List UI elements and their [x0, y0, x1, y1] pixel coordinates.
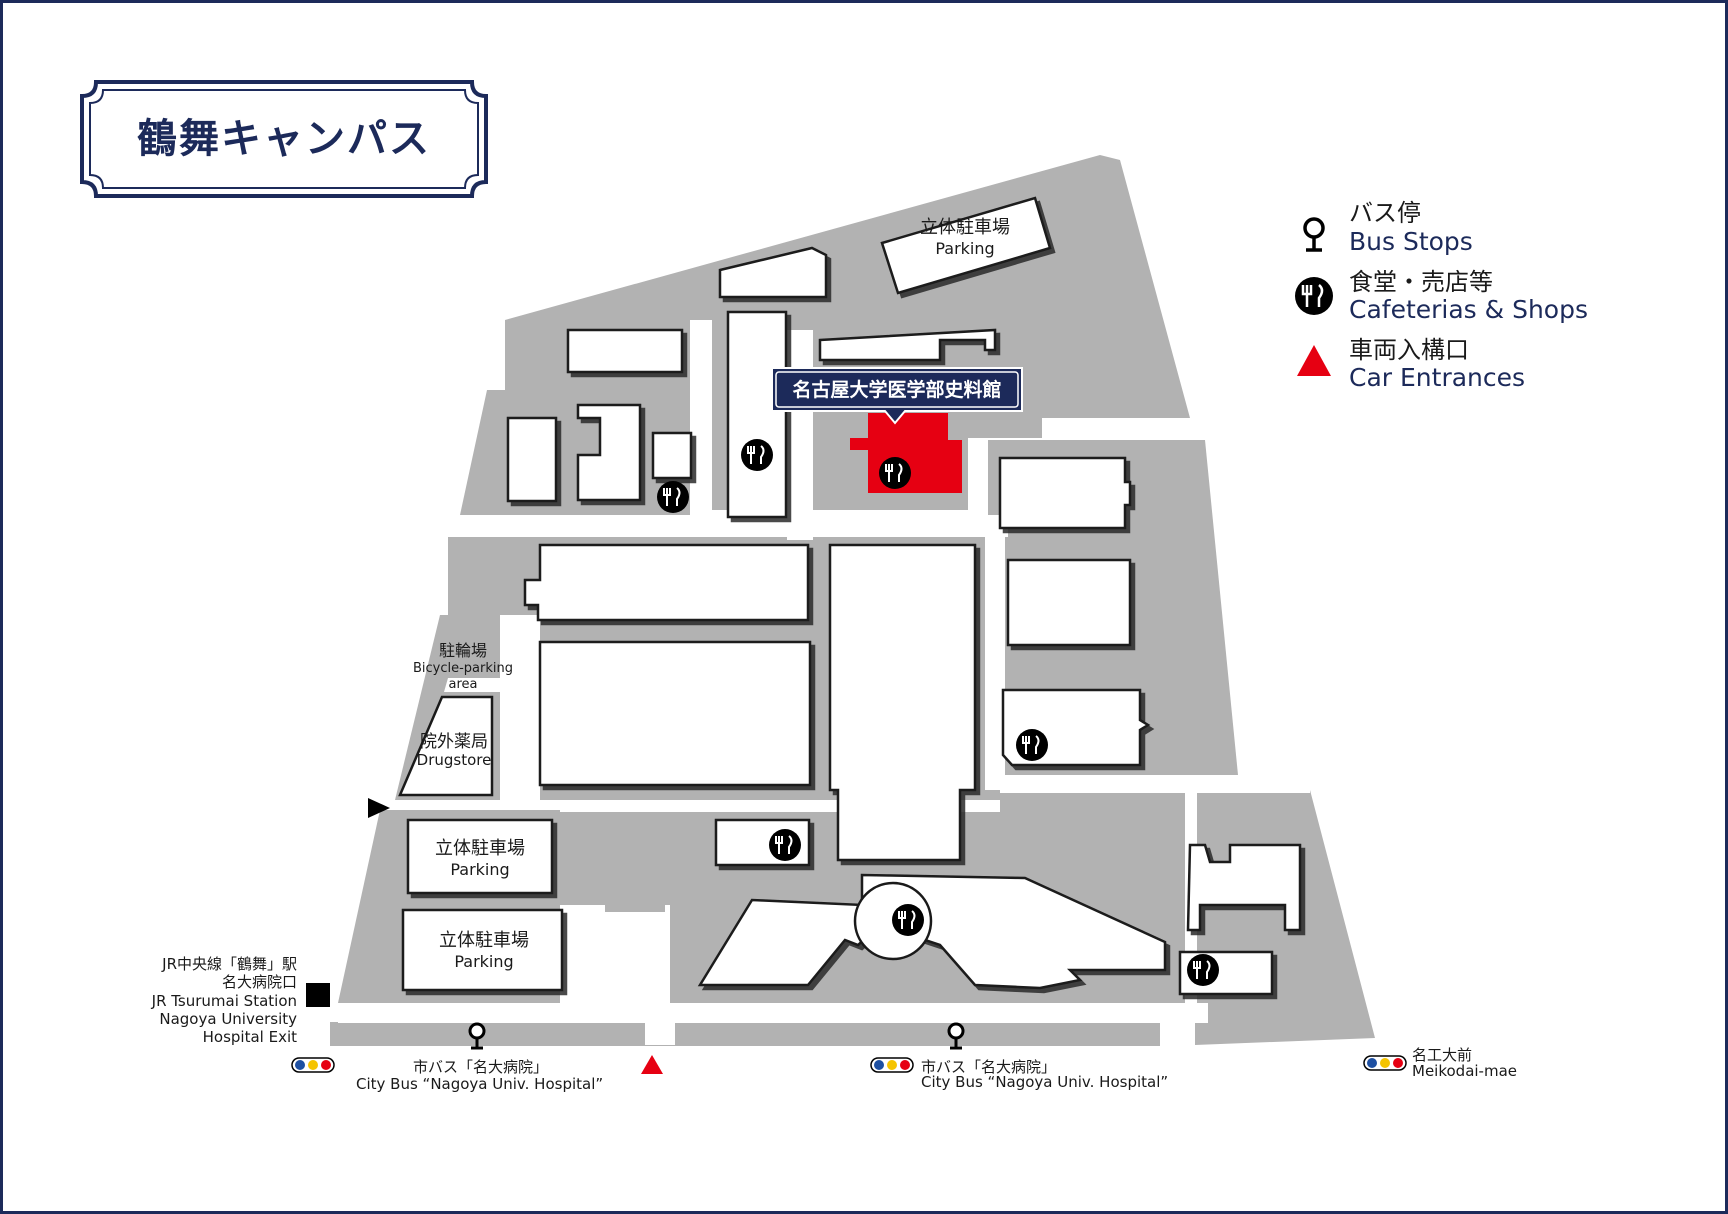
legend-bus-ja: バス停: [1349, 199, 1421, 227]
building-drugstore: [398, 695, 494, 797]
building-n1: [718, 246, 828, 299]
legend-bus-stop-icon: [1303, 217, 1325, 252]
building-parking-top: [880, 196, 1052, 295]
building-n2: [566, 328, 684, 374]
label-parking-top-ja: 立体駐車場: [920, 217, 1010, 238]
car-entrance-icon: [641, 1055, 663, 1074]
cafeteria-icon: [879, 457, 911, 489]
legend-cafeteria-icon: [1295, 277, 1333, 315]
label-parking-left2-en: Parking: [454, 952, 513, 971]
bus-stop-icon: [468, 1022, 486, 1050]
label-parking-left1-en: Parking: [450, 860, 509, 879]
label-meikodai-ja: 名工大前: [1412, 1046, 1472, 1064]
building-central: [828, 543, 977, 862]
highlight-label: 名古屋大学医学部史料館: [792, 378, 1001, 401]
bus-stop-icon: [947, 1022, 965, 1050]
building-e1: [998, 456, 1132, 530]
building-ul1: [506, 416, 558, 503]
cafeteria-markers: [657, 439, 1219, 986]
bus-line-dots-2: [870, 1057, 914, 1073]
legend: バス停 Bus Stops 食堂・売店等 Cafeterias & Shops …: [1295, 199, 1588, 392]
building-e2: [1006, 558, 1132, 647]
jr-station-icon: [306, 983, 330, 1007]
legend-cafe-en: Cafeterias & Shops: [1349, 295, 1588, 324]
label-parking-left1-ja: 立体駐車場: [435, 838, 525, 859]
label-bus1-ja: 市バス「名大病院」: [413, 1058, 548, 1076]
map-labels: 立体駐車場 Parking 駐輪場 Bicycle-parking area 院…: [151, 217, 1517, 1093]
highlight-building[interactable]: [850, 413, 962, 493]
label-jr-ja2: 名大病院口: [222, 973, 297, 991]
label-bicycle-ja: 駐輪場: [439, 641, 487, 660]
building-n3: [818, 328, 997, 362]
cafeteria-icon: [741, 439, 773, 471]
label-jr-en1: JR Tsurumai Station: [151, 992, 297, 1010]
cafeteria-icon: [1187, 954, 1219, 986]
label-bus2-en: City Bus “Nagoya Univ. Hospital”: [921, 1073, 1168, 1091]
title-cartouche: 鶴舞キャンパス: [80, 80, 488, 198]
label-parking-top-en: Parking: [935, 239, 994, 258]
legend-car-ja: 車両入構口: [1349, 336, 1469, 364]
label-jr-en2: Nagoya University: [159, 1010, 297, 1028]
entrance-arrow-icon: [368, 798, 390, 818]
legend-car-entrance-icon: [1297, 345, 1331, 376]
building-se: [1186, 843, 1302, 932]
bicycle-parking-area: [444, 678, 500, 692]
building-ul3: [651, 431, 693, 480]
page-title: 鶴舞キャンパス: [137, 115, 431, 162]
label-jr-ja1: JR中央線「鶴舞」駅: [161, 955, 297, 973]
building-parking-left2: [401, 908, 564, 992]
label-drugstore-ja: 院外薬局: [420, 732, 488, 752]
label-meikodai-en: Meikodai-mae: [1412, 1062, 1517, 1080]
roads: [338, 320, 1310, 1045]
bus-line-dots-3: [1363, 1055, 1407, 1071]
label-bicycle-en1: Bicycle-parking: [413, 661, 513, 676]
cafeteria-icon: [769, 829, 801, 861]
cafeteria-icon: [892, 904, 924, 936]
bus-line-dots-1: [291, 1057, 335, 1073]
label-bicycle-en2: area: [449, 677, 478, 692]
legend-car-en: Car Entrances: [1349, 363, 1525, 392]
label-jr-en3: Hospital Exit: [203, 1028, 297, 1046]
building-parking-left1: [406, 818, 554, 895]
legend-bus-en: Bus Stops: [1349, 227, 1473, 256]
buildings: [398, 196, 1302, 996]
building-hospital: [697, 873, 1167, 990]
cafeteria-icon: [657, 481, 689, 513]
building-main-west: [523, 543, 810, 622]
cafeteria-icon: [1016, 729, 1048, 761]
building-ul2: [576, 403, 642, 502]
building-tall: [726, 310, 788, 519]
building-main-west2: [538, 640, 812, 787]
legend-cafe-ja: 食堂・売店等: [1349, 268, 1493, 296]
label-drugstore-en: Drugstore: [417, 751, 492, 769]
label-bus2-ja: 市バス「名大病院」: [921, 1058, 1056, 1076]
label-bus1-en: City Bus “Nagoya Univ. Hospital”: [356, 1075, 603, 1093]
highlight-callout[interactable]: 名古屋大学医学部史料館: [771, 367, 1023, 425]
label-parking-left2-ja: 立体駐車場: [439, 930, 529, 951]
